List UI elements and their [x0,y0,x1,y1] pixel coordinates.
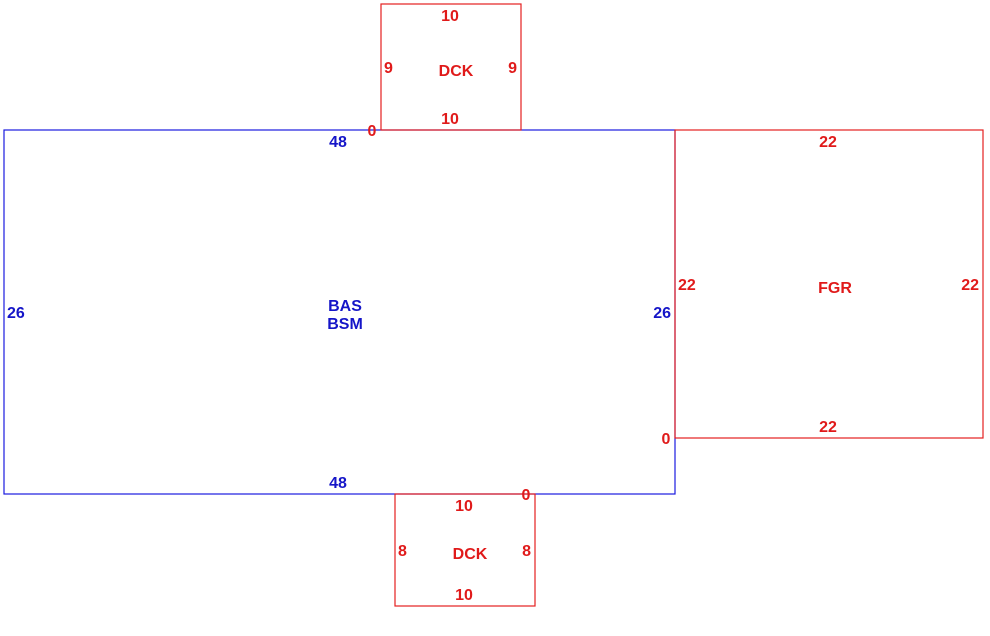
deck-top-area: 10 10 9 9 DCK 0 [368,3,522,140]
deck-top-offset: 0 [368,123,377,140]
garage-bottom-dimension: 22 [819,419,837,436]
garage-area: 22 22 22 22 FGR 0 [662,129,984,448]
main-area-top-dimension: 48 [329,134,347,151]
deck-bottom-top-dimension: 10 [455,498,473,515]
garage-left-dimension: 22 [678,277,696,294]
deck-bottom-offset: 0 [522,487,531,504]
garage-offset: 0 [662,431,671,448]
garage-right-dimension: 22 [961,277,979,294]
deck-top-code: DCK [439,63,474,80]
garage-code: FGR [818,280,852,297]
main-area: 48 48 26 26 BAS BSM [3,129,676,495]
deck-top-bottom-dimension: 10 [441,111,459,128]
main-area-bottom-dimension: 48 [329,475,347,492]
deck-bottom-left-dimension: 8 [398,543,407,560]
deck-top-outline [380,3,522,131]
deck-top-top-dimension: 10 [441,8,459,25]
deck-top-left-dimension: 9 [384,60,393,77]
garage-top-dimension: 22 [819,134,837,151]
main-area-left-dimension: 26 [7,305,25,322]
deck-bottom-area: 10 10 8 8 DCK 0 [394,487,536,607]
main-area-right-dimension: 26 [653,305,671,322]
deck-bottom-right-dimension: 8 [522,543,531,560]
main-area-code-2: BSM [327,316,363,333]
deck-bottom-outline [394,493,536,607]
main-area-code-1: BAS [328,298,362,315]
garage-outline [674,129,984,439]
deck-bottom-bottom-dimension: 10 [455,587,473,604]
deck-bottom-code: DCK [453,546,488,563]
deck-top-right-dimension: 9 [508,60,517,77]
